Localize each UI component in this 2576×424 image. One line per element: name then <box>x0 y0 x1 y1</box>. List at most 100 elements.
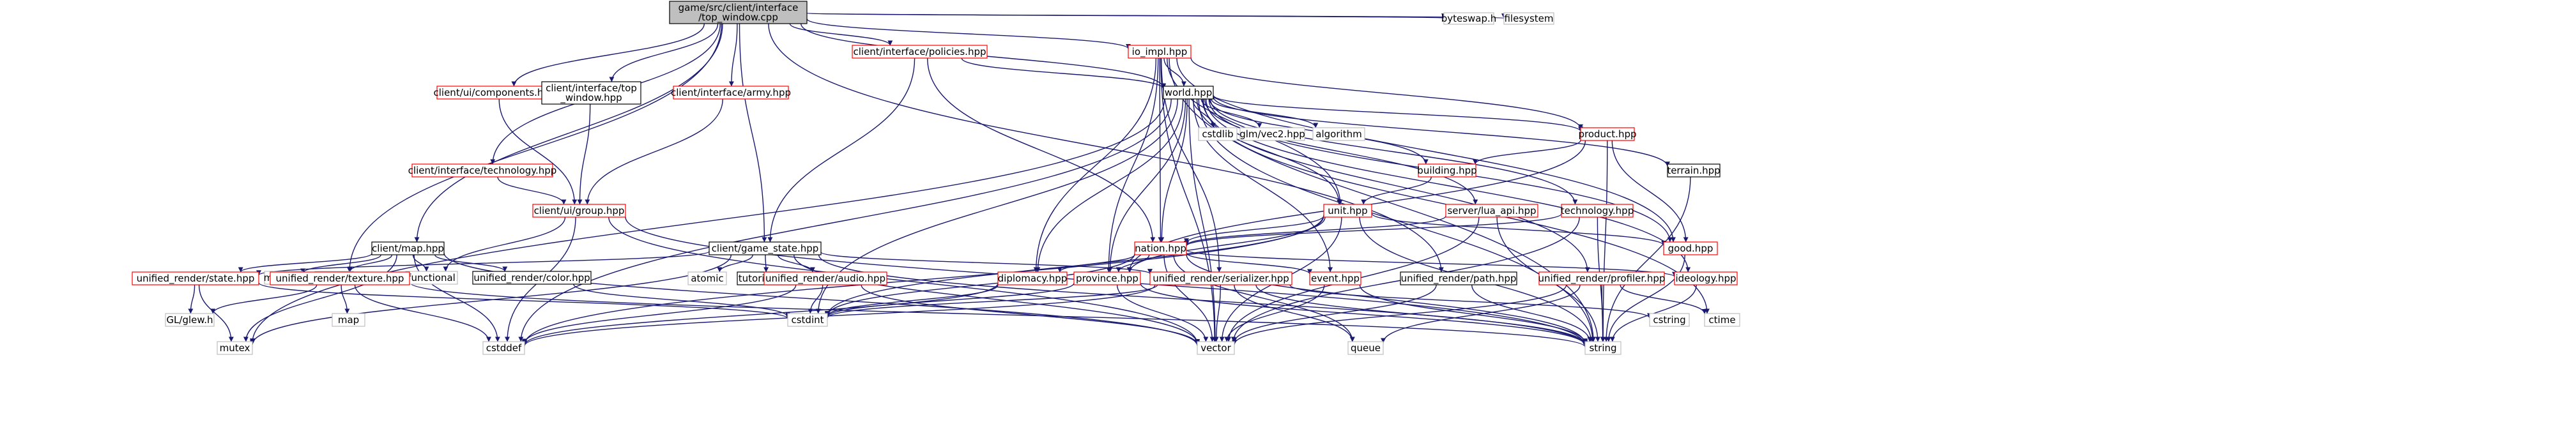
node-label: game/src/client/interface <box>678 2 799 13</box>
node-color-hpp[interactable]: unified_render/color.hpp <box>472 271 592 285</box>
edge-serializer_hpp-to-cstring <box>1289 284 1652 319</box>
edge-map_hpp-to-memory <box>300 254 381 274</box>
node-mutex[interactable]: mutex <box>217 341 253 355</box>
node-audio-hpp[interactable]: unified_render/audio.hpp <box>763 271 887 285</box>
node-army-hpp[interactable]: client/interface/army.hpp <box>671 86 791 100</box>
node-box <box>472 271 592 285</box>
node-atomic[interactable]: atomic <box>687 271 727 285</box>
node-queue[interactable]: queue <box>1347 341 1384 355</box>
edge-province_hpp-to-string <box>1140 283 1588 346</box>
node-label: client/game_state.hpp <box>712 243 819 255</box>
node-label: io_impl.hpp <box>1132 46 1188 58</box>
node-byteswap-h[interactable]: byteswap.h <box>1441 12 1497 25</box>
node-box <box>132 271 259 285</box>
node-box <box>763 271 887 285</box>
node-box <box>1198 127 1238 141</box>
node-algorithm[interactable]: algorithm <box>1312 127 1365 141</box>
node-texture-hpp[interactable]: unified_render/texture.hpp <box>270 271 410 285</box>
edge-map_hpp-to-utility <box>348 254 393 272</box>
node-cstring[interactable]: cstring <box>1649 313 1690 327</box>
node-cstdlib[interactable]: cstdlib <box>1198 127 1238 141</box>
edge-nation_hpp-to-vector <box>1163 254 1215 342</box>
node-group-hpp[interactable]: client/ui/group.hpp <box>532 204 626 218</box>
edge-top_window_cpp-to-io_impl_hpp <box>806 18 1131 50</box>
node-path-hpp[interactable]: unified_render/path.hpp <box>1400 271 1517 285</box>
node-map-hpp[interactable]: client/map.hpp <box>371 241 445 255</box>
node-game-state-hpp[interactable]: client/game_state.hpp <box>709 241 822 255</box>
edge-path_hpp-to-vector <box>1232 284 1437 344</box>
node-label: queue <box>1351 342 1381 354</box>
edge-nation_hpp-to-queue <box>1173 254 1355 342</box>
node-label: client/ui/group.hpp <box>534 205 625 216</box>
node-nation-hpp[interactable]: nation.hpp <box>1134 241 1187 255</box>
edge-terrain_hpp-to-string <box>1604 176 1691 342</box>
node-box <box>541 81 641 105</box>
node-label: cstdlib <box>1202 128 1233 140</box>
node-label: unified_render/serializer.hpp <box>1153 273 1289 285</box>
node-label: terrain.hpp <box>1667 165 1720 176</box>
edge-map_hpp-to-mutex <box>243 254 397 342</box>
edge-lua_api_hpp-to-nation_hpp <box>1184 215 1446 246</box>
node-box <box>1400 271 1517 285</box>
node-good-hpp[interactable]: good.hpp <box>1663 241 1718 255</box>
node-top-window-hpp[interactable]: client/interface/top_window.hpp <box>541 81 641 105</box>
node-label: building.hpp <box>1417 165 1476 176</box>
node-label: unified_render/color.hpp <box>473 272 590 284</box>
node-event-hpp[interactable]: event.hpp <box>1309 271 1361 285</box>
node-string[interactable]: string <box>1584 341 1621 355</box>
node-technology-iface-hpp[interactable]: client/interface/technology.hpp <box>408 163 557 178</box>
node-label: good.hpp <box>1668 243 1713 254</box>
node-province-hpp[interactable]: province.hpp <box>1073 271 1141 285</box>
node-label: _window.hpp <box>560 92 622 104</box>
edge-serializer_hpp-to-cstdint <box>825 284 1158 319</box>
node-io-impl-hpp[interactable]: io_impl.hpp <box>1128 45 1192 59</box>
node-serializer-hpp[interactable]: unified_render/serializer.hpp <box>1149 271 1292 285</box>
node-policies-hpp[interactable]: client/interface/policies.hpp <box>852 45 988 59</box>
node-world-hpp[interactable]: world.hpp <box>1163 86 1214 100</box>
edge-technology_iface_hpp-to-group_hpp <box>497 176 567 205</box>
node-components-hpp[interactable]: client/ui/components.hpp <box>434 86 556 100</box>
node-box <box>1323 204 1372 218</box>
node-glm-vec2[interactable]: glm/vec2.hpp <box>1239 127 1305 141</box>
edge-game_state_hpp-to-atomic <box>717 254 753 273</box>
node-profiler-hpp[interactable]: unified_render/profiler.hpp <box>1538 271 1666 285</box>
node-glew-h[interactable]: GL/glew.h <box>165 313 215 327</box>
node-label: glm/vec2.hpp <box>1239 128 1305 140</box>
node-diplomacy-hpp[interactable]: diplomacy.hpp <box>997 271 1068 285</box>
edge-color_hpp-to-cstdint <box>573 284 790 317</box>
node-building-hpp[interactable]: building.hpp <box>1417 163 1477 178</box>
node-box <box>787 313 828 327</box>
node-filesystem[interactable]: filesystem <box>1503 12 1554 25</box>
node-functional[interactable]: functional <box>405 271 458 285</box>
edge-texture_hpp-to-map <box>341 284 350 314</box>
edge-game_state_hpp-to-tutorial_hpp <box>763 254 769 273</box>
node-ctime[interactable]: ctime <box>1704 313 1740 327</box>
node-technology-hpp[interactable]: technology.hpp <box>1561 204 1634 218</box>
node-unit-hpp[interactable]: unit.hpp <box>1323 204 1372 218</box>
node-product-hpp[interactable]: product.hpp <box>1578 127 1637 141</box>
edge-province_hpp-to-cstdint <box>825 282 1075 318</box>
node-label: unit.hpp <box>1328 205 1367 216</box>
node-vector[interactable]: vector <box>1197 341 1235 355</box>
node-label: ctime <box>1708 314 1735 326</box>
node-terrain-hpp[interactable]: terrain.hpp <box>1667 163 1721 178</box>
edge-world_hpp-to-lua_api_hpp <box>1204 98 1478 205</box>
edge-army_hpp-to-group_hpp <box>585 98 723 205</box>
edge-world_hpp-to-unit_hpp <box>1196 98 1342 205</box>
node-state-hpp[interactable]: unified_render/state.hpp <box>132 271 259 285</box>
node-top-window-cpp[interactable]: game/src/client/interface/top_window.cpp <box>669 1 808 24</box>
node-box <box>332 313 365 327</box>
node-box <box>1239 127 1305 141</box>
edge-profiler_hpp-to-string <box>1600 284 1606 342</box>
edge-world_hpp-to-terrain_hpp <box>1213 96 1670 167</box>
nodes-layer: game/src/client/interface/top_window.cpp… <box>132 1 1740 355</box>
edge-profiler_hpp-to-queue <box>1381 284 1581 344</box>
node-cstddef[interactable]: cstddef <box>482 341 525 355</box>
node-ideology-hpp[interactable]: ideology.hpp <box>1674 271 1738 285</box>
node-lua-api-hpp[interactable]: server/lua_api.hpp <box>1445 204 1538 218</box>
edge-unit_hpp-to-nation_hpp <box>1184 215 1324 244</box>
node-cstdint[interactable]: cstdint <box>787 313 828 327</box>
node-label: product.hpp <box>1578 128 1636 140</box>
edge-world_hpp-to-diplomacy_hpp <box>1035 98 1184 273</box>
node-map[interactable]: map <box>332 313 365 327</box>
